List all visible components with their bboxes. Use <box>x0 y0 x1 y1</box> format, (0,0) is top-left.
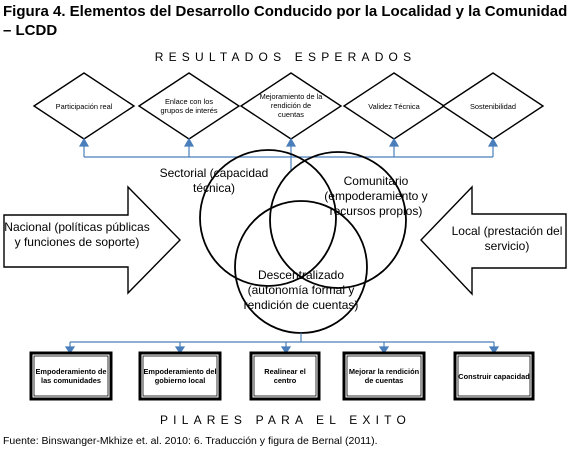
result-label-4: Validez Técnica <box>368 101 420 111</box>
source-note: Fuente: Binswanger-Mkhize et. al. 2010: … <box>3 435 378 447</box>
results-connectors <box>78 137 499 170</box>
results-heading: RESULTADOS ESPERADOS <box>154 50 417 64</box>
circle-sectorial <box>199 149 337 287</box>
pillars-heading: PILARES PARA EL EXITO <box>159 413 412 427</box>
pillar-label-3: Realinear el centro <box>264 367 306 385</box>
result-diamond-3 <box>239 72 343 140</box>
result-label-2: Enlace con los grupos de interés <box>160 97 218 115</box>
pillar-label-1: Empoderamiento de las comunidades <box>35 367 107 385</box>
figure-title: Figura 4. Elementos del Desarrollo Condu… <box>3 3 568 39</box>
result-diamond-2 <box>137 72 241 140</box>
pillar-boxes <box>29 351 535 401</box>
pillar-label-2: Empoderamiento del gobierno local <box>143 367 217 385</box>
arrow-label-local: Local (prestación del servicio) <box>451 224 563 253</box>
result-diamond-5 <box>441 72 545 140</box>
pillar-label-4: Mejorar la rendición de cuentas <box>348 367 420 385</box>
circle-comunitario <box>269 151 407 289</box>
circle-label-sectorial: Sectorial (capacidad técnica) <box>159 166 269 195</box>
result-label-5: Sostenibilidad <box>469 101 517 111</box>
pillars-connectors <box>64 333 500 355</box>
arrow-label-nacional: Nacional (políticas públicas y funciones… <box>4 220 150 249</box>
result-diamond-1 <box>32 72 136 140</box>
result-label-1: Participación real <box>55 101 113 111</box>
circle-label-descentralizado: Descentralizado (autonomía formal y rend… <box>243 268 359 312</box>
result-label-3: Mejoramiento de la rendición de cuentas <box>259 91 323 119</box>
pillar-label-5: Construir capacidad <box>458 371 530 381</box>
circle-descentralizado <box>234 200 368 334</box>
results-diamonds <box>32 72 545 140</box>
nacional-arrow <box>3 185 181 295</box>
circle-label-comunitario: Comunitario (empoderamiento y recursos p… <box>324 174 428 218</box>
local-arrow <box>420 185 567 296</box>
